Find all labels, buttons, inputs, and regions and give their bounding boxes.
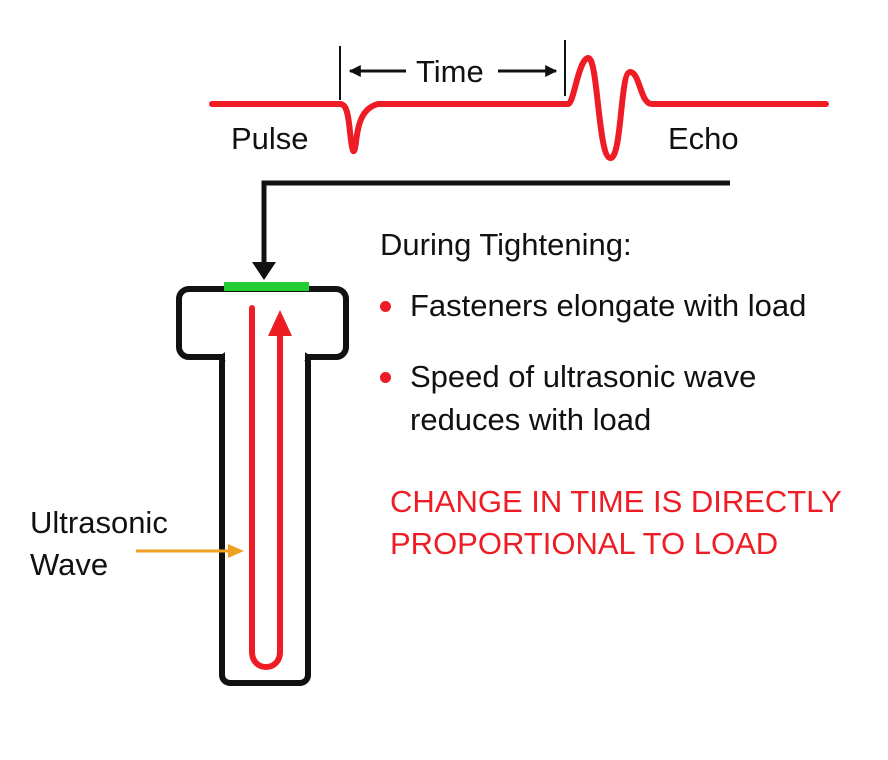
bolt-head <box>176 286 349 360</box>
tightening-notes: During Tightening: Fasteners elongate wi… <box>380 226 870 564</box>
ultrasonic-wave-label-line1: Ultrasonic <box>30 505 168 540</box>
ultrasonic-wave-path <box>249 305 283 670</box>
cable-arrow-head <box>252 262 276 280</box>
bullet-dot-icon <box>380 301 391 313</box>
conclusion-text: CHANGE IN TIME IS DIRECTLY PROPORTIONAL … <box>390 484 842 561</box>
ultrasonic-transducer <box>224 282 309 291</box>
wave-pointer-head <box>228 544 244 558</box>
bullet-text: Speed of ultrasonic wave reduces with lo… <box>410 358 757 437</box>
signal-cable <box>261 180 730 268</box>
bullet-dot-icon <box>380 371 391 383</box>
bullet-text: Fasteners elongate with load <box>410 288 807 324</box>
echo-label: Echo <box>668 121 739 156</box>
pulse-echo-signal <box>209 54 829 162</box>
time-label: Time <box>410 56 490 87</box>
ultrasonic-wave-label-line2: Wave <box>30 547 109 582</box>
notes-heading: During Tightening: <box>380 227 632 262</box>
bolt-shank <box>219 351 311 686</box>
wave-arrow-head <box>268 310 292 336</box>
pulse-label: Pulse <box>231 121 309 156</box>
bullet-item: Fasteners elongate with load <box>380 285 870 328</box>
bullet-item: Speed of ultrasonic wave reduces with lo… <box>380 356 870 442</box>
